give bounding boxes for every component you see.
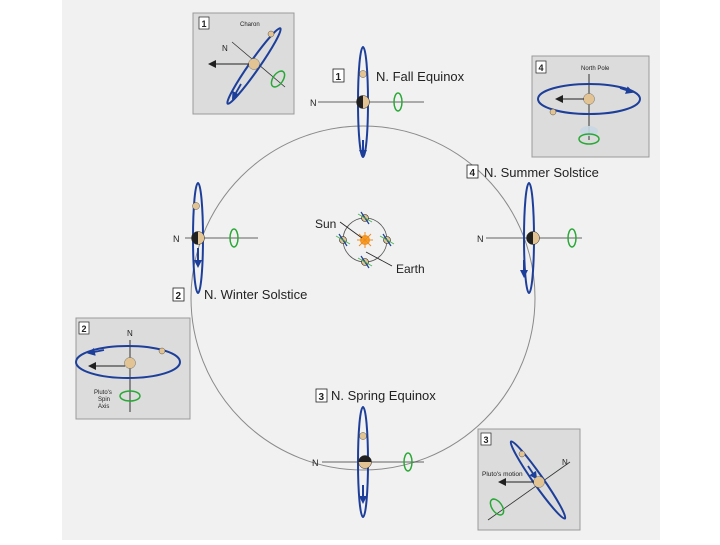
pluto-shadow (191, 231, 198, 245)
fall-number: 1 (336, 72, 342, 83)
north-label: N (222, 44, 228, 53)
spin-axis-line (487, 461, 571, 521)
spring-equinox-position: N 3 N. Spring Equinox (312, 388, 436, 518)
pluto (124, 357, 136, 369)
sun-pointer (339, 221, 363, 239)
inset-1-number: 1 (202, 19, 207, 29)
spin-icon (229, 228, 239, 248)
charon (158, 347, 166, 355)
north-label: N (173, 234, 180, 244)
label-number-box (466, 164, 479, 179)
spin-icon (403, 452, 413, 472)
charon (518, 450, 526, 458)
fall-equinox-position: N 1 N. Fall Equinox (310, 46, 465, 158)
inset-3: 3 N Pluto's motion (477, 428, 581, 531)
spin-axis-label: Pluto's (94, 390, 112, 396)
sun-label: Sun (315, 217, 336, 231)
earth-icon (335, 233, 351, 247)
charon (549, 108, 557, 116)
pluto-orbit (190, 125, 536, 471)
spin-icon (578, 133, 600, 145)
orbit-arrow (87, 347, 105, 356)
pluto (583, 93, 595, 105)
earth-label: Earth (396, 262, 425, 276)
winter-solstice-position: N 2 N. Winter Solstice (172, 182, 307, 302)
charon (359, 432, 367, 440)
pluto (533, 476, 545, 488)
orbit-arrow (232, 83, 242, 100)
north-label: N (310, 98, 317, 108)
charon-orbit (537, 83, 641, 115)
inset-4-frame (531, 55, 650, 158)
plutos-motion-label: Pluto's motion (482, 471, 523, 478)
earth-icon (357, 255, 373, 269)
inset-2: 2 N Pluto's Spin Axis (75, 317, 191, 420)
pluto-disc (580, 126, 598, 136)
summer-label: N. Summer Solstice (484, 165, 599, 180)
charon-orbit (75, 345, 181, 379)
winter-number: 2 (176, 291, 182, 302)
spin-axis-label: Axis (98, 404, 109, 410)
spin-icon (567, 228, 577, 248)
summer-number: 4 (470, 168, 476, 179)
charon (192, 202, 200, 210)
sun-rays-icon (357, 232, 373, 248)
label-number-box (172, 287, 185, 302)
north-pole-label: North Pole (581, 66, 610, 72)
earth-icon (379, 233, 395, 247)
pluto-shadow (356, 95, 363, 109)
inset-4: 4 North Pole (531, 55, 650, 158)
north-label: N (477, 234, 484, 244)
label-number-box (315, 388, 328, 403)
pluto-shadow (526, 231, 533, 245)
inset-4-number: 4 (539, 63, 544, 73)
inset-number-box (78, 321, 90, 335)
pluto (248, 58, 260, 70)
inset-2-frame (75, 317, 191, 420)
charon (359, 70, 367, 78)
north-label: N (127, 329, 133, 338)
spin-icon (270, 70, 286, 88)
spring-label: N. Spring Equinox (331, 388, 436, 403)
inset-number-box (198, 16, 210, 30)
inset-2-number: 2 (82, 324, 87, 334)
fall-label: N. Fall Equinox (376, 69, 465, 84)
inset-number-box (480, 432, 492, 446)
earth-pointer (365, 251, 393, 267)
charon (267, 30, 275, 38)
orbit-arrow (619, 86, 634, 94)
pluto-shadow (358, 455, 372, 462)
spin-axis-label: Spin (98, 397, 110, 403)
spin-icon (489, 498, 505, 516)
label-number-box (332, 68, 345, 83)
inset-number-box (535, 60, 547, 74)
north-label: N (562, 458, 568, 467)
charon-label: Charon (240, 22, 260, 28)
winter-label: N. Winter Solstice (204, 287, 307, 302)
spin-icon (393, 92, 403, 112)
earth-icon (357, 211, 373, 225)
sun-earth-group: Sun Earth (315, 211, 425, 276)
inset-3-number: 3 (484, 435, 489, 445)
orbit-arrow (527, 465, 538, 480)
spin-icon (119, 390, 141, 402)
summer-solstice-position: N 4 N. Summer Solstice (466, 164, 599, 294)
spring-number: 3 (319, 392, 325, 403)
north-label: N (312, 458, 319, 468)
inset-1: 1 Charon N (192, 12, 295, 115)
